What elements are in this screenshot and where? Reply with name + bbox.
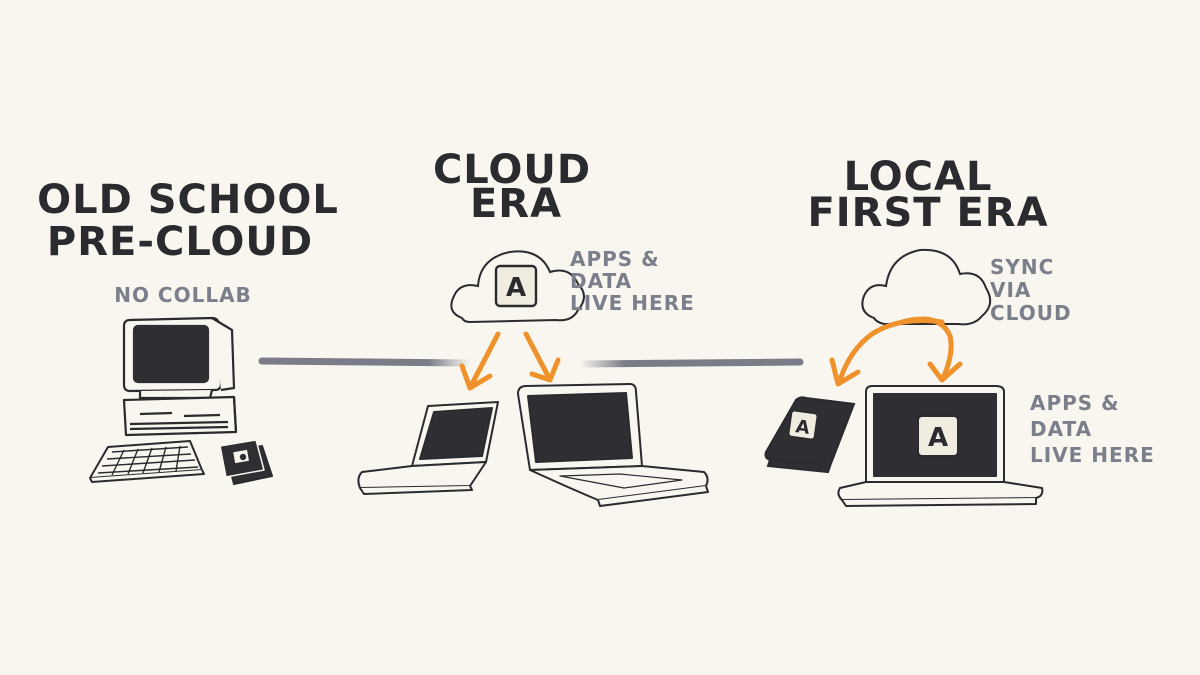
section-1-note: NO COLLAB — [114, 283, 252, 307]
section-3-note-line-2: DATA — [1030, 417, 1092, 441]
timeline-line — [258, 357, 804, 368]
section-3-cloud-note-line-3: CLOUD — [990, 301, 1072, 325]
cloud-icon — [861, 248, 992, 326]
section-1-title-line-1: OLD SCHOOL — [37, 177, 339, 223]
arrow-cloud-to-laptop-1 — [459, 331, 501, 391]
app-icon: A — [787, 409, 819, 441]
section-2-title-line-1: CLOUD — [433, 147, 591, 193]
app-icon: A — [494, 264, 538, 308]
section-2-note-line-2: DATA — [570, 269, 632, 293]
app-icon: A — [917, 415, 959, 457]
section-1-title-line-2: PRE-CLOUD — [47, 219, 313, 265]
laptop-icon — [357, 401, 499, 495]
section-2-note-line-1: APPS & — [570, 247, 660, 271]
keyboard-icon — [89, 440, 205, 483]
section-3-note-line-3: LIVE HERE — [1030, 443, 1155, 467]
sync-arrow-to-laptop — [899, 316, 963, 383]
section-3-note-line-1: APPS & — [1030, 391, 1120, 415]
section-3-title-line-1: LOCAL — [844, 154, 993, 200]
app-icon-letter: A — [506, 273, 526, 303]
section-2-title-line-2: ERA — [470, 181, 562, 227]
section-2-note-line-3: LIVE HERE — [570, 291, 695, 315]
app-icon-letter: A — [928, 423, 948, 453]
section-3-cloud-note-line-1: SYNC — [990, 255, 1054, 279]
app-icon-letter: A — [794, 416, 811, 439]
floppy-disk-icon — [219, 439, 273, 485]
desktop-computer-icon — [122, 316, 238, 437]
section-3-cloud-note-line-2: VIA — [990, 278, 1031, 302]
arrow-cloud-to-laptop-2 — [523, 331, 561, 383]
section-3-title-line-2: FIRST ERA — [807, 190, 1048, 236]
laptop-icon — [517, 383, 709, 507]
sync-arrow-to-tablet — [829, 318, 945, 387]
